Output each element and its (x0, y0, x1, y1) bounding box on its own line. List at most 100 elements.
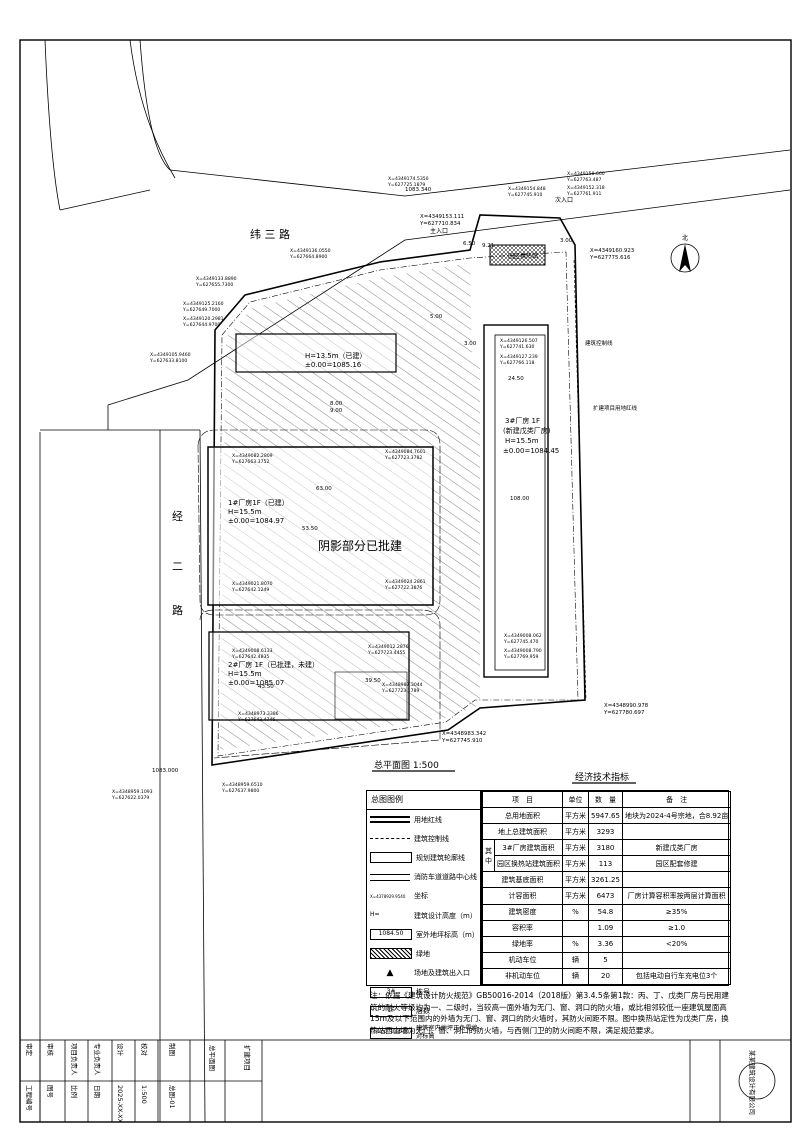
b3-line2: (新建戊类厂房) (503, 426, 551, 435)
dim-7: 6.50 (463, 241, 476, 247)
b1-line3: ±0.00=1084.97 (228, 517, 284, 525)
svg-text:X=4349120.2981: X=4349120.2981 (183, 316, 224, 322)
coord-symbol: X=4378929.9540 (370, 893, 406, 899)
no-symbol: 3# (370, 986, 412, 998)
svg-text:Y=627763.487: Y=627763.487 (566, 177, 601, 183)
tb-value-no: 总图-01 (168, 1085, 177, 1109)
svg-text:X=4349126.507: X=4349126.507 (500, 338, 538, 344)
svg-text:X=4348983.342: X=4348983.342 (442, 731, 486, 737)
svg-text:X=4349012.2876: X=4349012.2876 (368, 644, 409, 650)
tb-label-1: 审核 (46, 1043, 55, 1057)
entrance-arrow-icon: ▲ (386, 967, 394, 978)
dim-10: 5.00 (430, 314, 443, 320)
svg-text:X=4349008.790: X=4349008.790 (504, 648, 542, 654)
red-line-symbol (370, 816, 410, 824)
b3-line1: 3#厂房 1F (505, 416, 540, 425)
b2-line2: H=15.5m (228, 670, 262, 678)
svg-text:Y=627633.8100: Y=627633.8100 (149, 358, 187, 364)
svg-text:Y=627723.4455: Y=627723.4455 (367, 650, 405, 656)
north-arrow: 北 (670, 234, 700, 273)
height-symbol: H= (370, 911, 380, 919)
legend-item-height: H= 建筑设计高度（m） (370, 911, 477, 920)
company-name: 某某建筑设计有限公司 (748, 1050, 757, 1115)
dim-11: 9.00 (330, 408, 343, 414)
tb-label-8: 图号 (46, 1085, 54, 1099)
north-label: 北 (682, 234, 688, 242)
svg-text:Y=627655.7300: Y=627655.7300 (195, 282, 233, 288)
tb-label-4: 设计 (116, 1043, 125, 1057)
legend-item-elev: 1084.50 室外地坪标高（m） (367, 925, 480, 944)
main-entrance-label: 主入口 (430, 227, 448, 235)
dim-13: 3.00 (560, 238, 573, 244)
control-line-label: 建筑控制线 (585, 339, 613, 347)
svg-text:Y=627649.7000: Y=627649.7000 (182, 307, 220, 313)
tb-label-0: 审定 (25, 1043, 34, 1057)
tb-label-3: 专业负责人 (93, 1043, 102, 1076)
svg-text:Y=627723.1789: Y=627723.1789 (381, 688, 419, 694)
svg-text:X=4349082.2809: X=4349082.2809 (232, 453, 273, 459)
svg-text:X=4348959.6510: X=4348959.6510 (222, 782, 263, 788)
building-1-existing (207, 446, 434, 606)
svg-text:X=4349008.6133: X=4349008.6133 (232, 648, 273, 654)
svg-text:X=4349174.5350: X=4349174.5350 (388, 176, 429, 182)
legend-item-red-line: 用地红线 (367, 810, 480, 829)
b2-line3: ±0.00=1085.07 (228, 679, 284, 687)
building-2-approved (208, 631, 410, 721)
fire-lane-ring (197, 429, 441, 616)
svg-text:Y=627642.1249: Y=627642.1249 (231, 587, 269, 593)
svg-text:X=4349158.660: X=4349158.660 (567, 171, 605, 177)
fire-lane-south (199, 609, 441, 759)
table-row: 建筑密度%54.8≥35% (482, 903, 732, 921)
elev-symbol: 1084.50 (370, 929, 412, 941)
road-label-lu: 路 (172, 604, 183, 617)
dim-5: 39.50 (365, 678, 381, 684)
legend-item-green: 绿地 (367, 944, 480, 963)
svg-text:Y=627622.0379: Y=627622.0379 (111, 795, 149, 801)
dim-8: 9.21 (482, 243, 494, 249)
b4-line1: H=13.5m（已建） (305, 351, 367, 360)
legend-item-outline: 规划建筑轮廓线 (367, 848, 480, 867)
svg-text:X=4349133.8890: X=4349133.8890 (196, 276, 237, 282)
heat-station (489, 244, 546, 266)
tb-label-9: 比例 (70, 1085, 79, 1098)
building-control-line (217, 251, 579, 757)
svg-text:Y=627642.4835: Y=627642.4835 (231, 654, 269, 660)
building-2-annex (334, 671, 408, 720)
svg-text:Y=627643.4746: Y=627643.4746 (237, 717, 275, 723)
approved-area-label: 阴影部分已批建 (318, 538, 402, 553)
legend-item-fire-lane: 消防车道道路中心线 (367, 868, 480, 887)
tb-label-5: 校对 (140, 1043, 149, 1057)
tb-label-10: 日期 (93, 1085, 101, 1099)
dim-9: 3.00 (464, 341, 477, 347)
fire-lane-symbol (370, 873, 410, 881)
gate-label: 次入口 (555, 196, 573, 204)
road-label-jing: 经 (172, 510, 183, 523)
svg-text:Y=627710.834: Y=627710.834 (419, 221, 461, 227)
floor-symbol: 1F (370, 1005, 412, 1017)
pm-symbol: ±0.00=1085.00 (370, 1027, 412, 1039)
dim-2: 43.50 (258, 684, 274, 690)
svg-text:Y=627745.470: Y=627745.470 (503, 639, 538, 645)
elev-2: 1083.000 (152, 768, 179, 774)
svg-text:X=4349024.2861: X=4349024.2861 (385, 579, 426, 585)
b1-line1: 1#厂房1F（已建） (228, 498, 289, 507)
svg-text:Y=627663.3752: Y=627663.3752 (231, 459, 269, 465)
elev-1: 1083.340 (405, 187, 432, 193)
svg-text:X=4348973.3386: X=4348973.3386 (238, 711, 279, 717)
dim-1: 63.00 (316, 486, 332, 492)
road-label-wei-san: 纬 三 路 (250, 228, 290, 241)
legend-title: 总图图例 (367, 791, 480, 810)
legend-item-entrance: ▲ 场地及建筑出入口 (367, 964, 480, 983)
green-symbol (370, 948, 412, 960)
svg-text:X=4349105.9460: X=4349105.9460 (150, 352, 191, 358)
b2-line1: 2#厂房 1F（已批建，未建） (228, 660, 319, 669)
svg-text:X=4348990.978: X=4348990.978 (604, 703, 649, 709)
svg-text:X=4349154.848: X=4349154.848 (508, 186, 546, 192)
site-red-line (211, 214, 586, 766)
b3-line3: H=15.5m (505, 437, 539, 445)
legend-item-control-line: 建筑控制线 (367, 829, 480, 848)
